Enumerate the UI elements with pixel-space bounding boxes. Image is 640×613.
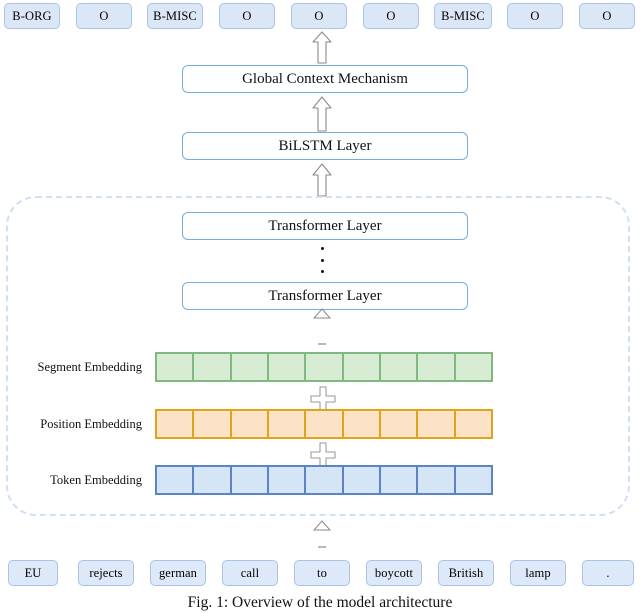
output-tag-pill: O <box>219 3 275 29</box>
encoder-dashed-container <box>6 196 630 516</box>
input-token-pill: call <box>222 560 278 586</box>
input-token-label: lamp <box>525 565 551 580</box>
input-token-label: EU <box>24 565 42 580</box>
output-tag-label: O <box>602 8 612 23</box>
input-token-pill: boycott <box>366 560 422 586</box>
segment-embedding-cell <box>416 352 456 382</box>
transformer-layer-top-label: Transformer Layer <box>268 217 382 234</box>
token-embedding-cell <box>416 465 456 495</box>
output-tag-row: B-ORG O B-MISC O O O B-MISC O O <box>0 3 640 29</box>
input-token-label: British <box>448 565 484 580</box>
output-tag-pill: O <box>291 3 347 29</box>
global-context-mechanism-box: Global Context Mechanism <box>182 65 468 93</box>
input-token-label: german <box>158 565 198 580</box>
segment-embedding-cell <box>155 352 195 382</box>
position-embedding-cell <box>341 409 381 439</box>
input-token-label: rejects <box>89 565 123 580</box>
output-tag-label: B-ORG <box>12 8 52 23</box>
input-token-pill: rejects <box>78 560 134 586</box>
token-embedding-cell <box>266 465 307 495</box>
connector-tick <box>318 546 326 548</box>
segment-embedding-cell <box>266 352 307 382</box>
input-token-label: boycott <box>374 565 414 580</box>
token-embedding-cell <box>229 465 269 495</box>
output-tag-label: O <box>99 8 109 23</box>
position-embedding-cell <box>155 409 195 439</box>
figure-caption: Fig. 1: Overview of the model architectu… <box>0 594 640 612</box>
input-token-label: to <box>317 565 327 580</box>
input-token-pill: EU <box>8 560 58 586</box>
output-tag-pill: B-ORG <box>4 3 60 29</box>
caret-up-icon <box>313 520 331 531</box>
token-embedding-cell <box>192 465 232 495</box>
token-embedding-label: Token Embedding <box>50 473 142 487</box>
output-tag-pill: O <box>76 3 132 29</box>
segment-embedding-cell <box>378 352 419 382</box>
ellipsis-dot <box>320 258 324 262</box>
bilstm-layer-box: BiLSTM Layer <box>182 132 468 160</box>
output-tag-pill: B-MISC <box>434 3 492 29</box>
token-embedding-cell <box>304 465 344 495</box>
block-up-arrow-icon <box>312 163 332 197</box>
input-token-pill: British <box>438 560 494 586</box>
segment-embedding-cell <box>192 352 232 382</box>
position-embedding-cell <box>416 409 456 439</box>
global-context-mechanism-label: Global Context Mechanism <box>242 70 408 87</box>
output-tag-pill: B-MISC <box>147 3 203 29</box>
transformer-layer-top-box: Transformer Layer <box>182 212 468 240</box>
vertical-ellipsis <box>320 247 324 273</box>
position-embedding-cell <box>378 409 419 439</box>
segment-embedding-cell <box>304 352 344 382</box>
output-tag-label: O <box>386 8 396 23</box>
output-tag-label: B-MISC <box>153 8 197 23</box>
input-token-pill: . <box>582 560 634 586</box>
position-embedding-cell <box>192 409 232 439</box>
segment-embedding-label: Segment Embedding <box>37 360 143 374</box>
position-embedding-strip <box>155 409 493 439</box>
segment-embedding-cell <box>341 352 381 382</box>
token-embedding-cell <box>341 465 381 495</box>
input-token-label: call <box>240 565 260 580</box>
position-embedding-cell <box>304 409 344 439</box>
segment-embedding-strip <box>155 352 493 382</box>
output-tag-pill: O <box>579 3 635 29</box>
connector-tick <box>318 343 326 345</box>
block-up-arrow-icon <box>312 31 332 64</box>
token-embedding-cell <box>378 465 419 495</box>
segment-embedding-cell <box>453 352 493 382</box>
output-tag-pill: O <box>507 3 563 29</box>
output-tag-label: O <box>314 8 324 23</box>
transformer-layer-bottom-label: Transformer Layer <box>268 287 382 304</box>
input-token-pill: german <box>150 560 206 586</box>
transformer-layer-bottom-box: Transformer Layer <box>182 282 468 310</box>
output-tag-label: O <box>242 8 252 23</box>
position-embedding-label: Position Embedding <box>40 417 142 431</box>
output-tag-label: B-MISC <box>441 8 485 23</box>
output-tag-label: O <box>530 8 540 23</box>
block-up-arrow-icon <box>312 96 332 132</box>
input-token-label: . <box>606 565 610 580</box>
position-embedding-cell <box>266 409 307 439</box>
figure-caption-text: Fig. 1: Overview of the model architectu… <box>187 594 453 611</box>
ellipsis-dot <box>320 247 324 250</box>
token-embedding-strip <box>155 465 493 495</box>
output-tag-pill: O <box>363 3 419 29</box>
input-token-row: EU rejects german call to boycott Britis… <box>0 560 640 588</box>
segment-embedding-cell <box>229 352 269 382</box>
caret-up-icon <box>313 308 331 319</box>
input-token-pill: lamp <box>510 560 566 586</box>
ellipsis-dot <box>320 270 324 273</box>
input-token-pill: to <box>294 560 350 586</box>
position-embedding-cell <box>229 409 269 439</box>
token-embedding-cell <box>453 465 493 495</box>
token-embedding-cell <box>155 465 195 495</box>
bilstm-layer-label: BiLSTM Layer <box>278 137 372 154</box>
position-embedding-cell <box>453 409 493 439</box>
